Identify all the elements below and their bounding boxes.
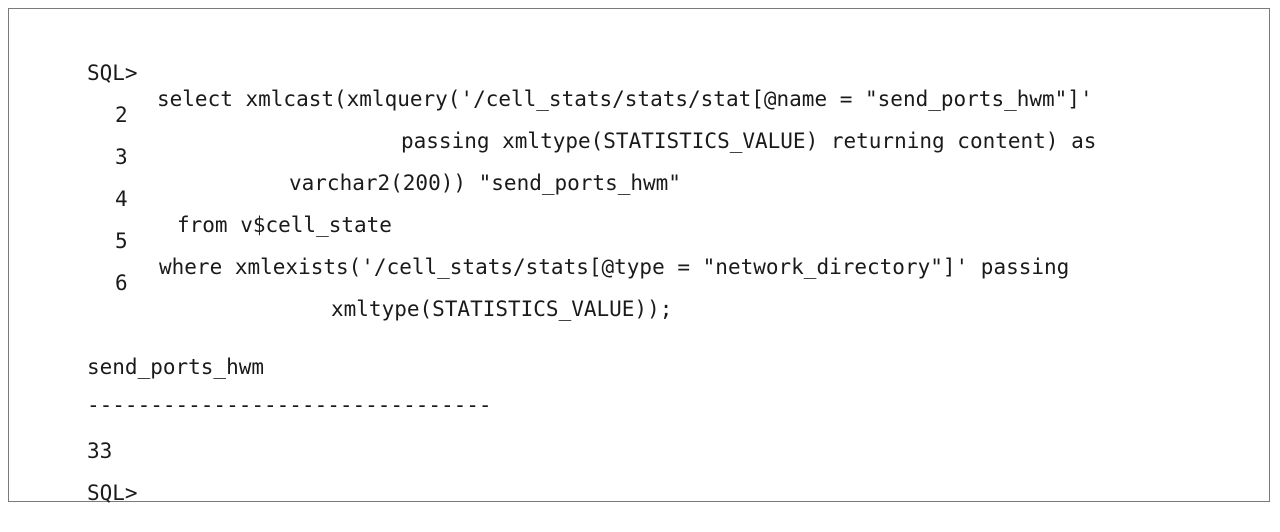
separator-dashes: -------------------------------- [87,393,492,417]
code-line-3: 3 varchar2(200)) "send_ports_hwm" [9,118,1269,222]
result-separator: -------------------------------- [9,366,1269,444]
code-listing-frame: SQL> select xmlcast(xmlquery('/cell_stat… [8,8,1270,505]
column-name: send_ports_hwm [87,355,265,379]
line-number: 5 [115,229,128,253]
line-number: 3 [115,145,128,169]
code-text: from v$cell_state [177,213,392,237]
code-line-2: 2 passing xmltype(STATISTICS_VALUE) retu… [9,76,1269,180]
line-number: 2 [115,103,128,127]
code-text: xmltype(STATISTICS_VALUE)); [331,297,673,321]
code-text: varchar2(200)) "send_ports_hwm" [289,171,681,195]
code-line-6: 6 xmltype(STATISTICS_VALUE)); [9,244,1269,348]
final-prompt-line: SQL> [9,454,1269,532]
code-text: where xmlexists('/cell_stats/stats[@type… [159,255,1070,279]
sql-prompt: SQL> [87,481,138,505]
code-line-4: 4 from v$cell_state [9,160,1269,264]
code-line-1: SQL> select xmlcast(xmlquery('/cell_stat… [9,34,1269,138]
code-text: passing xmltype(STATISTICS_VALUE) return… [401,129,1097,153]
code-text: select xmlcast(xmlquery('/cell_stats/sta… [157,87,1093,111]
result-value: 33 [87,439,113,463]
line-number: 6 [115,271,128,295]
line-number: 4 [115,187,128,211]
sql-prompt: SQL> [87,61,138,85]
result-value-row: 33 [9,412,1269,490]
result-column-header: send_ports_hwm [9,328,1269,406]
code-line-5: 5 where xmlexists('/cell_stats/stats[@ty… [9,202,1269,306]
